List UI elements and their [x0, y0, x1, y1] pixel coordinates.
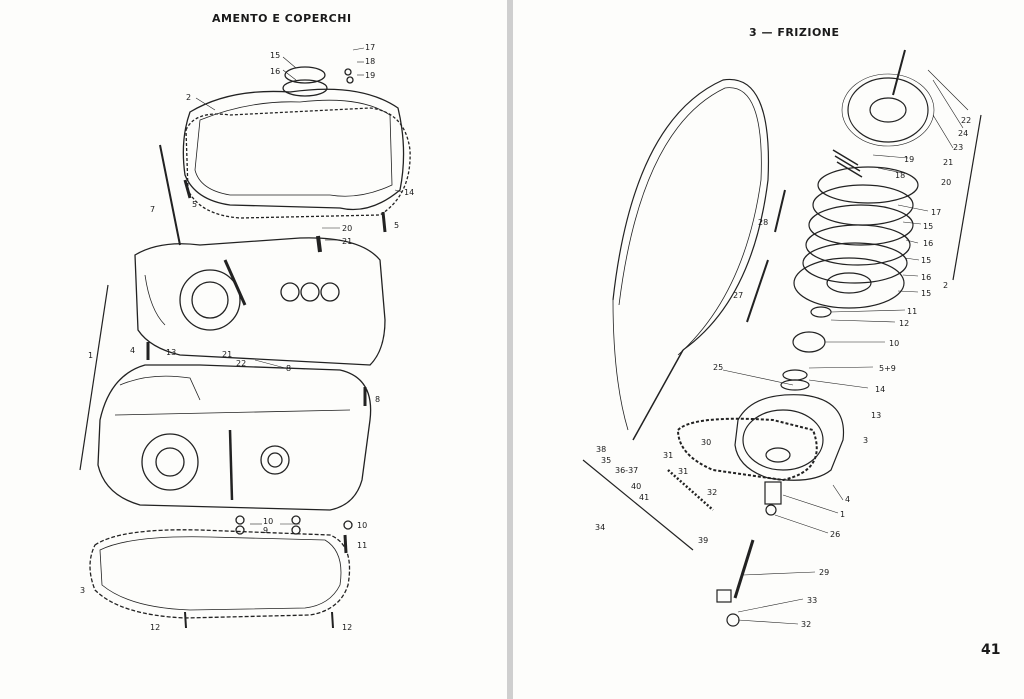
callout-label: 33 — [807, 596, 817, 605]
callout-label: 40 — [631, 482, 641, 491]
callout-label: 15 — [923, 222, 933, 231]
page-gutter — [507, 0, 513, 699]
callout-label: 32 — [707, 488, 717, 497]
callout-label: 36-37 — [615, 466, 638, 475]
callout-label: 19 — [365, 71, 375, 80]
callout-label: 13 — [166, 348, 176, 357]
callout-label: 41 — [639, 493, 649, 502]
callout-label: 32 — [801, 620, 811, 629]
callout-label: 31 — [678, 467, 688, 476]
callout-label: 20 — [342, 224, 352, 233]
clutch-exploded-diagram: 22 24 23 21 19 20 18 17 15 16 15 16 15 2… — [582, 49, 982, 629]
callout-label: 16 — [921, 273, 931, 282]
callout-label: 19 — [904, 155, 914, 164]
callout-label: 18 — [365, 57, 375, 66]
callout-label: 29 — [819, 568, 829, 577]
callout-label: 21 — [943, 158, 953, 167]
callout-label: 12 — [899, 319, 909, 328]
callout-label: 9 — [263, 526, 268, 535]
callout-label: 17 — [365, 43, 375, 52]
callout-label: 5 — [394, 221, 399, 230]
callout-label: 18 — [895, 171, 905, 180]
callout-label: 1 — [88, 351, 93, 360]
callout-label: 2 — [186, 93, 191, 102]
callout-label: 16 — [923, 239, 933, 248]
callout-label: 15 — [270, 51, 280, 60]
callout-label: 7 — [150, 205, 155, 214]
callout-label: 5 — [192, 200, 197, 209]
callout-label: 17 — [931, 208, 941, 217]
callout-label: 10 — [889, 339, 899, 348]
callout-label: 3 — [80, 586, 85, 595]
left-page: AMENTO E COPERCHI — [0, 0, 507, 699]
callout-label: 4 — [845, 495, 850, 504]
callout-label: 34 — [595, 523, 605, 532]
callout-label: 26 — [830, 530, 840, 539]
crankcase-exploded-diagram: 2 15 16 17 18 19 14 7 5 5 20 21 1 4 13 2… — [79, 43, 414, 632]
callout-label: 1 — [840, 510, 845, 519]
callout-label: 14 — [404, 188, 414, 197]
callout-label: 12 — [342, 623, 352, 632]
left-callouts: 2 15 16 17 18 19 14 7 5 5 20 21 1 4 13 2… — [80, 43, 414, 632]
callout-label: 38 — [596, 445, 606, 454]
callout-label: 25 — [713, 363, 723, 372]
callout-label: 21 — [342, 237, 352, 246]
callout-label: 30 — [701, 438, 711, 447]
callout-label: 8 — [375, 395, 380, 404]
callout-label: 14 — [875, 385, 885, 394]
callout-label: 16 — [270, 67, 280, 76]
callout-label: 27 — [733, 291, 743, 300]
callout-label: 5+9 — [879, 364, 896, 373]
callout-label: 22 — [236, 359, 246, 368]
right-callouts: 22 24 23 21 19 20 18 17 15 16 15 16 15 2… — [595, 116, 971, 629]
callout-label: 20 — [941, 178, 951, 187]
right-page: 3 — FRIZIONE — [513, 0, 1024, 699]
callout-label: 35 — [601, 456, 611, 465]
callout-label: 11 — [357, 541, 367, 550]
right-page-title: 3 — FRIZIONE — [749, 26, 840, 39]
callout-label: 10 — [263, 517, 273, 526]
callout-label: 12 — [150, 623, 160, 632]
callout-label: 15 — [921, 289, 931, 298]
callout-label: 15 — [921, 256, 931, 265]
page-number: 41 — [981, 642, 1001, 658]
callout-label: 13 — [871, 411, 881, 420]
left-page-title: AMENTO E COPERCHI — [212, 12, 352, 25]
callout-label: 22 — [961, 116, 971, 125]
callout-label: 28 — [758, 218, 768, 227]
callout-label: 10 — [357, 521, 367, 530]
callout-label: 2 — [943, 281, 948, 290]
callout-label: 23 — [953, 143, 963, 152]
callout-label: 21 — [222, 350, 232, 359]
callout-label: 8 — [286, 364, 291, 373]
callout-label: 24 — [958, 129, 968, 138]
callout-label: 39 — [698, 536, 708, 545]
callout-label: 31 — [663, 451, 673, 460]
callout-label: 11 — [907, 307, 917, 316]
callout-label: 3 — [863, 436, 868, 445]
callout-label: 4 — [130, 346, 135, 355]
